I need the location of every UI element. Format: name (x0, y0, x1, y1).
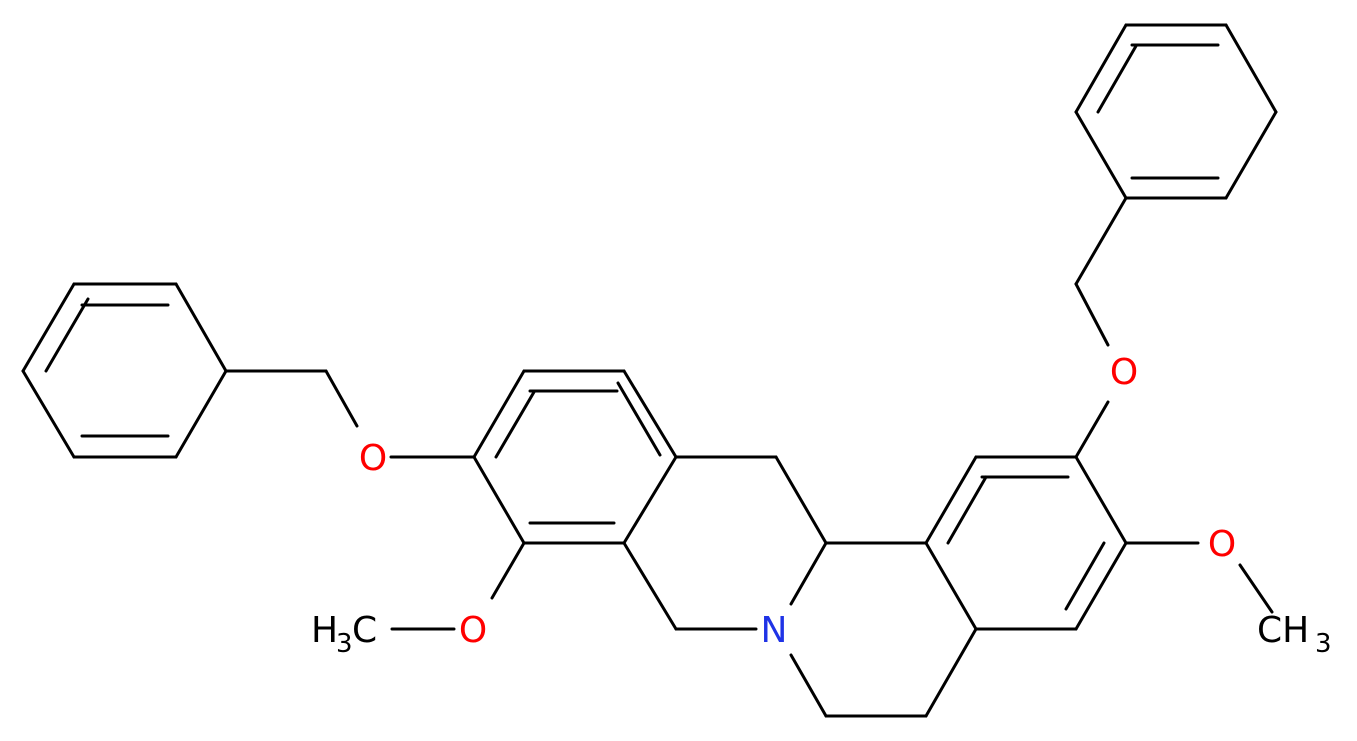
left-phenyl-ring (21, 282, 228, 459)
right-methyl-label: CH 3 (1257, 610, 1332, 659)
ring-b (622, 455, 828, 631)
oxygen-right-benzyloxy: O (1110, 352, 1138, 393)
ring-c (789, 541, 978, 718)
methyl-c: C (352, 610, 377, 651)
oxygen-right-methoxy: O (1208, 524, 1236, 565)
methyl-h: H (311, 610, 338, 651)
oxygen-left-methoxy: O (459, 610, 487, 651)
methyl-subscript: 3 (336, 629, 353, 659)
left-methyl-label: H 3 C (311, 610, 377, 659)
ring-a-aromatic (472, 369, 678, 545)
nitrogen-atom: N (761, 610, 788, 651)
methyl-ch: CH (1257, 610, 1309, 651)
right-methoxy (1124, 541, 1274, 614)
left-benzyloxy-linker (224, 369, 476, 459)
oxygen-left-benzyloxy: O (359, 438, 387, 479)
methyl-subscript: 3 (1315, 629, 1332, 659)
right-benzyloxy-linker (1074, 196, 1128, 459)
right-phenyl-ring (1074, 23, 1278, 200)
left-methoxy (390, 541, 526, 631)
ring-d-aromatic (924, 455, 1128, 631)
